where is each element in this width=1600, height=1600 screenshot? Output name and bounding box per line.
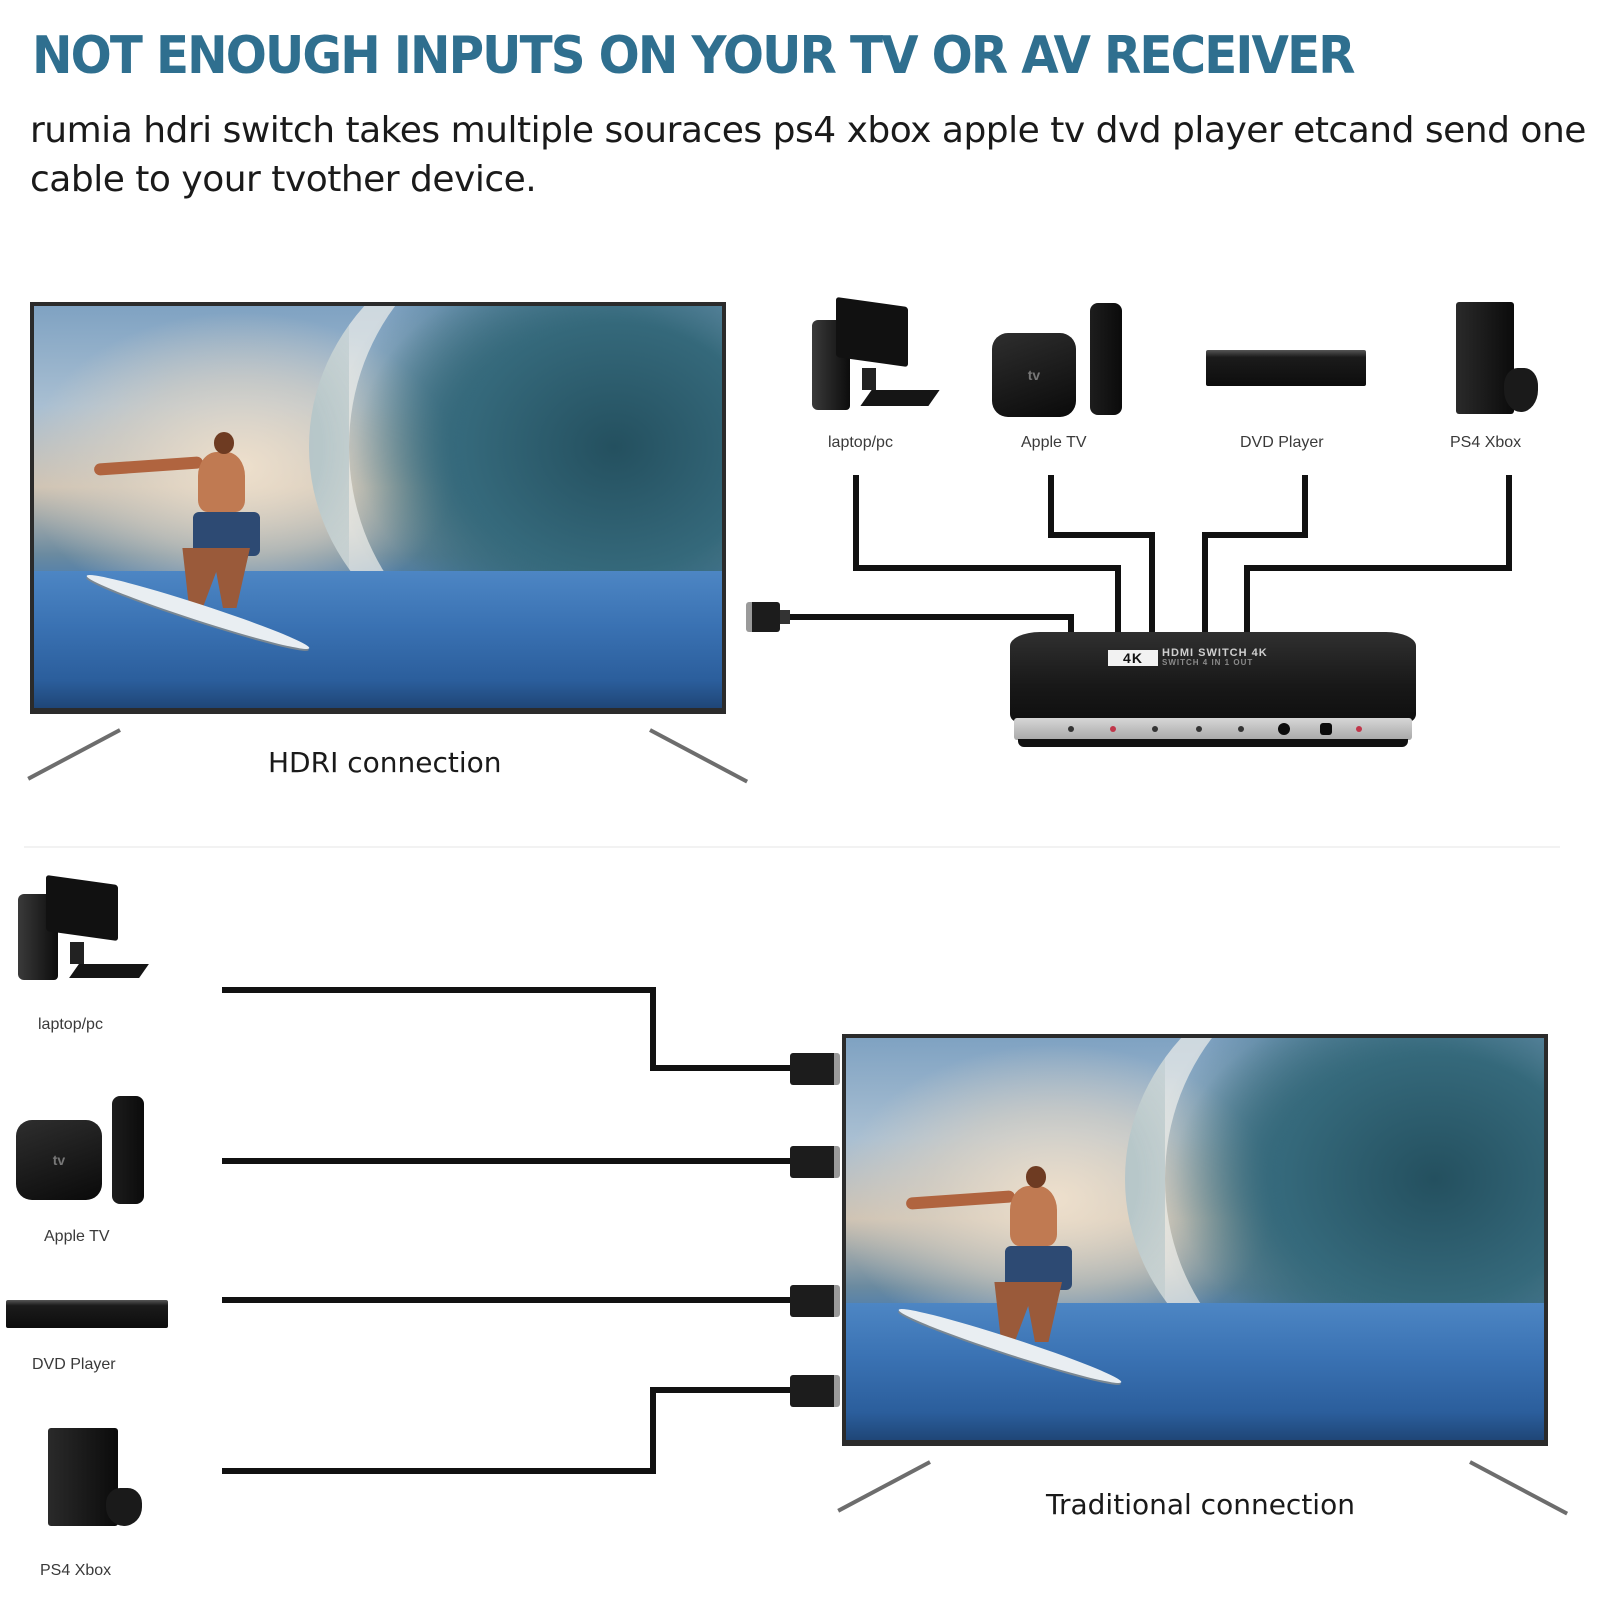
desktop-pc-icon	[18, 874, 149, 992]
tv-top-right-leg	[649, 728, 749, 784]
dvd-player-icon	[6, 1300, 168, 1330]
device-label: laptop/pc	[38, 1016, 103, 1033]
tv-screen-surf-image	[30, 302, 726, 714]
apple-tv-remote-icon	[1090, 303, 1122, 417]
power-led	[1356, 726, 1362, 732]
desktop-pc-icon	[812, 296, 942, 414]
select-button	[1278, 723, 1290, 735]
hdmi-plug-icon	[790, 1375, 840, 1407]
output-cable	[790, 614, 1074, 620]
dvd-player-icon	[1206, 350, 1366, 388]
apple-tv-icon: tv	[992, 333, 1122, 417]
hdmi-plug-icon	[790, 1053, 840, 1085]
switch-label: HDMI SWITCH 4K SWITCH 4 IN 1 OUT	[1162, 647, 1268, 668]
hdmi-plug-icon	[746, 602, 780, 632]
section-divider	[24, 846, 1560, 848]
led-indicator	[1196, 726, 1202, 732]
device-label: PS4 Xbox	[40, 1562, 112, 1579]
tv-bottom	[842, 1034, 1548, 1446]
ir-receiver	[1320, 723, 1332, 735]
hdmi-plug-icon	[790, 1146, 840, 1178]
traditional-cable-pc	[222, 987, 656, 993]
led-indicator	[1110, 726, 1116, 732]
tv-bottom-left-leg	[837, 1460, 931, 1513]
input-cable-pc	[853, 475, 859, 570]
traditional-cable-dvd	[222, 1297, 790, 1303]
xbox-console-icon	[1456, 302, 1546, 417]
led-indicator	[1152, 726, 1158, 732]
led-indicator	[1238, 726, 1244, 732]
traditional-cable-xbox	[222, 1468, 656, 1474]
apple-tv-icon: tv	[16, 1120, 102, 1206]
switch-4k-badge: 4K	[1108, 650, 1158, 666]
traditional-connection-caption: Traditional connection	[1046, 1488, 1355, 1521]
surfer-graphic	[896, 1166, 1166, 1390]
device-label: Apple TV	[44, 1228, 110, 1245]
apple-tv-remote-icon	[112, 1096, 144, 1208]
input-cable-xbox	[1506, 475, 1512, 570]
traditional-cable-appletv	[222, 1158, 790, 1164]
tv-bottom-right-leg	[1469, 1460, 1569, 1516]
led-indicator	[1068, 726, 1074, 732]
xbox-console-icon	[48, 1428, 144, 1528]
device-label: PS4 Xbox	[1450, 434, 1522, 451]
device-label: DVD Player	[32, 1356, 116, 1373]
surfer-graphic	[84, 432, 354, 656]
input-cable-dvd	[1302, 475, 1308, 537]
device-label: laptop/pc	[828, 434, 893, 451]
input-cable-appletv	[1048, 475, 1054, 537]
tv-top-left-leg	[27, 728, 121, 781]
tv-screen-surf-image	[842, 1034, 1548, 1446]
hdmi-connection-caption: HDRI connection	[268, 746, 502, 779]
hdmi-plug-icon	[790, 1285, 840, 1317]
headline: NOT ENOUGH INPUTS ON YOUR TV OR AV RECEI…	[32, 26, 1356, 86]
tv-top	[30, 302, 726, 714]
device-label: Apple TV	[1021, 434, 1087, 451]
subheadline: rumia hdri switch takes multiple sourace…	[30, 110, 1586, 200]
device-label: DVD Player	[1240, 434, 1324, 451]
hdmi-switch-device: 4K HDMI SWITCH 4K SWITCH 4 IN 1 OUT	[1010, 632, 1416, 750]
